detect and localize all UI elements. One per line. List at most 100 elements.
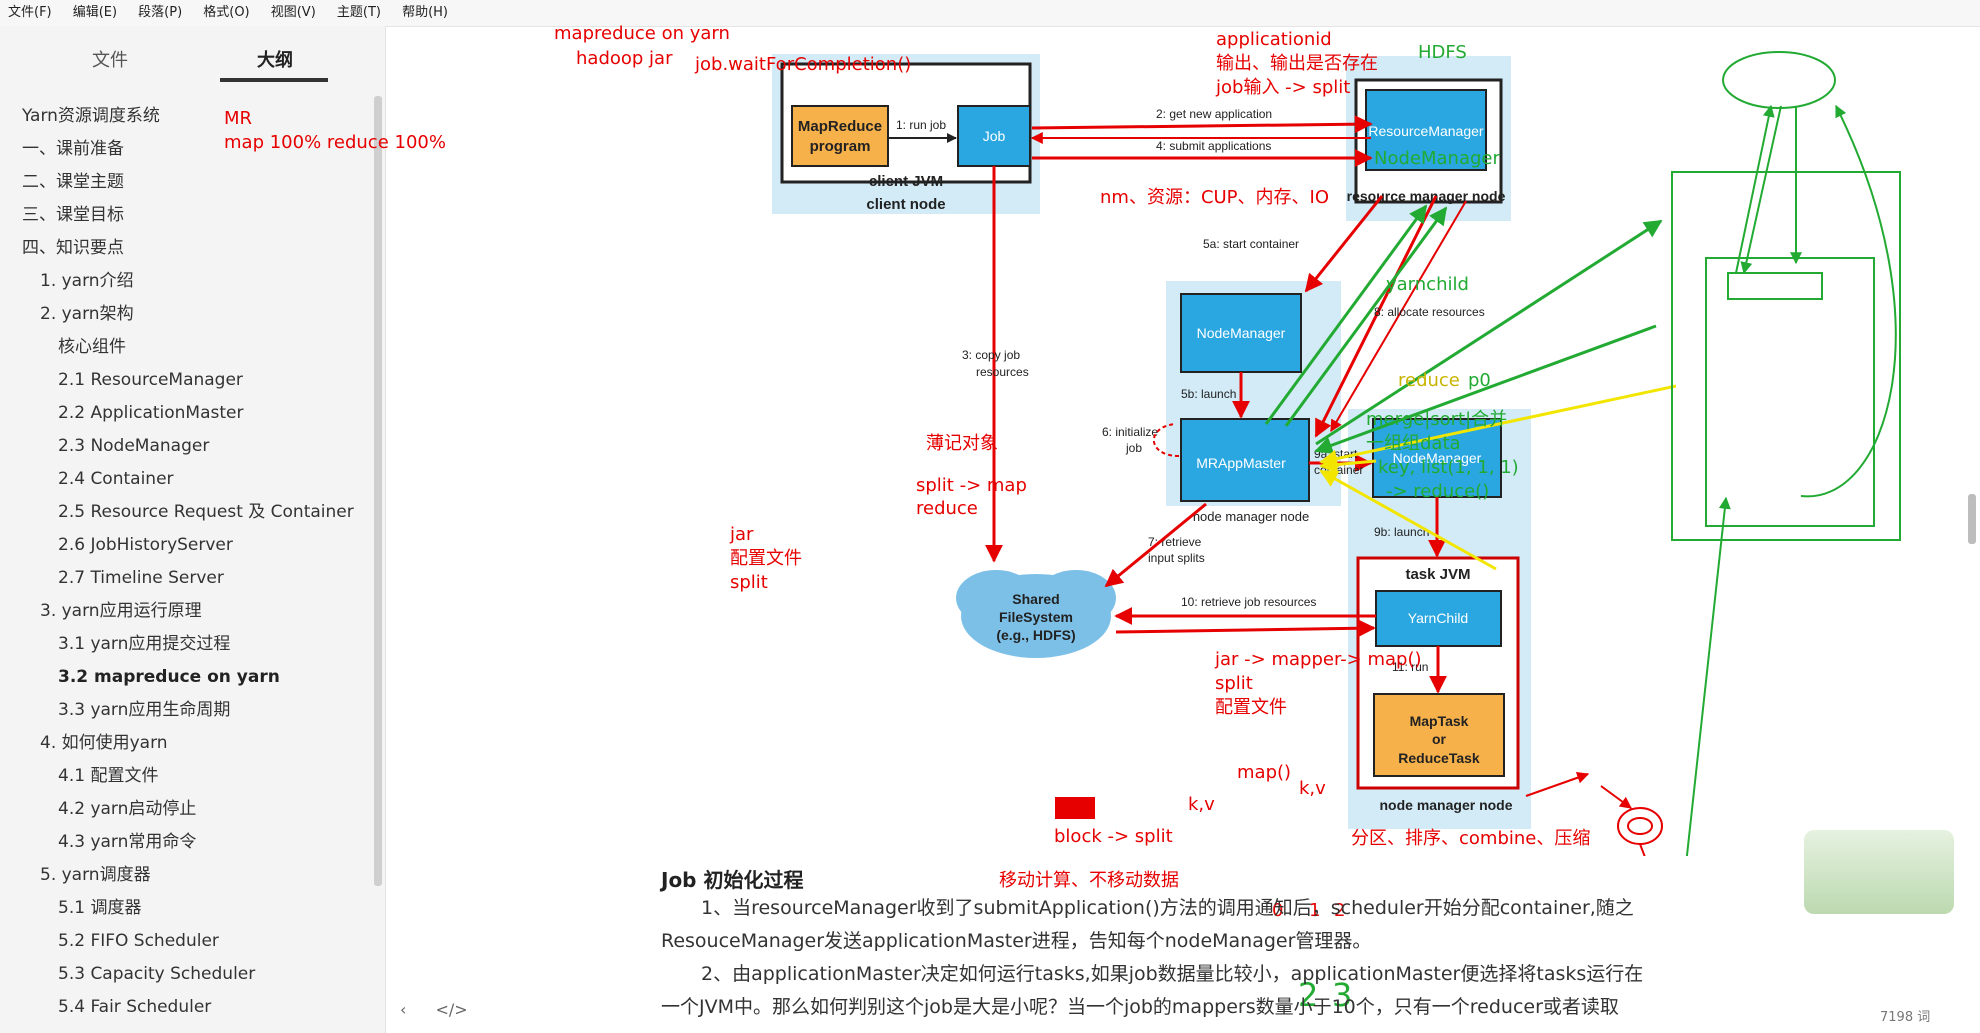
outline-item[interactable]: 5.4 Fair Scheduler bbox=[58, 997, 212, 1017]
ann-group-data: 一组组data bbox=[1366, 433, 1461, 454]
resource-manager-label: ResourceManager bbox=[1368, 123, 1484, 139]
step-8-label: 8: allocate resources bbox=[1374, 305, 1485, 319]
ann-hadoop-jar: hadoop jar bbox=[576, 48, 673, 69]
outline-item[interactable]: 2.5 Resource Request 及 Container bbox=[58, 502, 354, 522]
mapreduce-program-label-2: program bbox=[810, 138, 871, 155]
client-node-label: client node bbox=[866, 196, 945, 213]
yarn-child-box bbox=[1375, 590, 1502, 647]
outline-item[interactable]: 5.1 调度器 bbox=[58, 898, 142, 918]
menu-bar: 文件(F) 编辑(E) 段落(P) 格式(O) 视图(V) 主题(T) 帮助(H… bbox=[0, 0, 1980, 27]
menu-paragraph[interactable]: 段落(P) bbox=[138, 5, 183, 20]
menu-view[interactable]: 视图(V) bbox=[270, 5, 316, 20]
collapse-sidebar-icon[interactable]: ‹ bbox=[400, 1000, 407, 1019]
ann-key-list: key, list(1, 1, 1) bbox=[1378, 457, 1519, 478]
tab-outline[interactable]: 大纲 bbox=[257, 50, 293, 71]
step-4-label: 4: submit applications bbox=[1156, 139, 1271, 153]
tab-files[interactable]: 文件 bbox=[92, 50, 128, 71]
ann-kv-1: k,v bbox=[1299, 778, 1326, 799]
red-marker-block bbox=[1055, 797, 1095, 819]
yarn-mapreduce-diagram: MapReduce program Job client JVM client … bbox=[772, 51, 1901, 856]
ann-applicationid: applicationid bbox=[1216, 29, 1332, 50]
step-5b-label: 5b: launch bbox=[1181, 387, 1236, 401]
mr-app-master-label: MRAppMaster bbox=[1196, 455, 1286, 471]
outline-item[interactable]: 4.1 配置文件 bbox=[58, 766, 159, 786]
shared-fs-label-3: (e.g., HDFS) bbox=[996, 627, 1075, 643]
grid-label-0: 0 bbox=[1272, 900, 1284, 921]
outline-item[interactable]: 1. yarn介绍 bbox=[40, 271, 134, 291]
outline-item[interactable]: 3.2 mapreduce on yarn bbox=[58, 667, 280, 687]
ann-map-call: map() bbox=[1237, 762, 1292, 783]
outline-item[interactable]: 5.3 Capacity Scheduler bbox=[58, 964, 256, 984]
ann-nm-resources: nm、资源：CUP、内存、IO bbox=[1100, 187, 1330, 208]
map-task-label: MapTask bbox=[1410, 713, 1469, 729]
rm-node-label: resource manager node bbox=[1347, 188, 1506, 204]
node-manager-1-label: NodeManager bbox=[1197, 325, 1286, 341]
outline-item[interactable]: 核心组件 bbox=[58, 337, 126, 357]
ann-map-reduce-pct: map 100% reduce 100% bbox=[224, 132, 446, 153]
step-11-label: 11: run bbox=[1392, 660, 1428, 674]
map-task-or: or bbox=[1432, 731, 1447, 747]
job-label: Job bbox=[983, 128, 1006, 144]
ann-jar-mapper-block: jar -> mapper-> map() split 配置文件 bbox=[1215, 648, 1422, 720]
step-10-label: 10: retrieve job resources bbox=[1181, 595, 1316, 609]
ann-config-file: 配置文件 bbox=[730, 548, 802, 569]
client-jvm-label: client JVM bbox=[869, 173, 943, 190]
menu-theme[interactable]: 主题(T) bbox=[336, 5, 381, 20]
ann-hdfs: HDFS bbox=[1418, 42, 1467, 63]
outline-item[interactable]: Yarn资源调度系统 bbox=[22, 106, 160, 126]
ann-output-check: 输出、输出是否存在 bbox=[1216, 53, 1378, 74]
job-box bbox=[957, 105, 1031, 167]
outline-item[interactable]: 2.4 Container bbox=[58, 469, 174, 489]
ann-job-input: job输入 -> split bbox=[1216, 77, 1351, 98]
step-7-label-2: input splits bbox=[1148, 551, 1205, 565]
step-1-label: 1: run job bbox=[896, 118, 946, 132]
step-9b-label: 9b: launch bbox=[1374, 525, 1429, 539]
outline-item[interactable]: 5.2 FIFO Scheduler bbox=[58, 931, 219, 951]
ann-jar: jar bbox=[730, 524, 754, 545]
map-task-box bbox=[1373, 693, 1505, 777]
editor-area: MapReduce program Job client JVM client … bbox=[224, 23, 1980, 1033]
menu-help[interactable]: 帮助(H) bbox=[402, 5, 448, 20]
outline-item[interactable]: 3. yarn应用运行原理 bbox=[40, 601, 202, 621]
outline-item[interactable]: 三、课堂目标 bbox=[22, 205, 124, 225]
outline-item[interactable]: 4. 如何使用yarn bbox=[40, 733, 168, 753]
hdfs-ellipse bbox=[1722, 51, 1836, 109]
outline-item[interactable]: 5. yarn调度器 bbox=[40, 865, 151, 885]
outline-item[interactable]: 4.3 yarn常用命令 bbox=[58, 832, 197, 852]
ann-node-manager-green: NodeManager bbox=[1374, 148, 1500, 169]
active-tab-indicator bbox=[220, 78, 328, 82]
section-heading: Job 初始化过程 bbox=[661, 868, 804, 892]
ann-config-file-2: 配置文件 bbox=[1215, 697, 1287, 718]
outline-item[interactable]: 4.2 yarn启动停止 bbox=[58, 799, 197, 819]
outline-item[interactable]: 2. yarn架构 bbox=[40, 304, 134, 324]
hand-number-3: 3 bbox=[1332, 976, 1353, 1014]
editor-scrollbar[interactable] bbox=[1968, 494, 1976, 544]
nm-node-1-label: node manager node bbox=[1193, 509, 1309, 524]
menu-file[interactable]: 文件(F) bbox=[8, 5, 52, 20]
ann-wait-for-completion: job.waitForCompletion() bbox=[695, 54, 912, 75]
outline-item[interactable]: 3.3 yarn应用生命周期 bbox=[58, 700, 231, 720]
menu-edit[interactable]: 编辑(E) bbox=[72, 5, 118, 20]
ann-register-obj: 薄记对象 bbox=[926, 433, 998, 454]
outline-item[interactable]: 2.6 JobHistoryServer bbox=[58, 535, 233, 555]
outline-item[interactable]: 2.3 NodeManager bbox=[58, 436, 210, 456]
outline-item[interactable]: 二、课堂主题 bbox=[22, 172, 124, 192]
ann-p0: p0 bbox=[1468, 370, 1491, 391]
outline-item[interactable]: 3.1 yarn应用提交过程 bbox=[58, 634, 231, 654]
sidebar-scrollbar[interactable] bbox=[374, 96, 382, 886]
step-2-label: 2: get new application bbox=[1156, 107, 1272, 121]
menu-format[interactable]: 格式(O) bbox=[203, 5, 250, 20]
hand-number-2: 2 bbox=[1298, 976, 1319, 1014]
outline-item[interactable]: 2.2 ApplicationMaster bbox=[58, 403, 244, 423]
decorative-sticker-image bbox=[1804, 830, 1954, 914]
outline-item[interactable]: 四、知识要点 bbox=[22, 238, 124, 258]
paragraph-1a: 1、当resourceManager收到了submitApplication()… bbox=[701, 897, 1634, 919]
ann-mapreduce-on-yarn: mapreduce on yarn bbox=[554, 23, 730, 44]
source-code-icon[interactable]: </> bbox=[435, 1000, 468, 1019]
ann-merge: merge|sort|合并 bbox=[1366, 409, 1508, 430]
outline-item[interactable]: 一、课前准备 bbox=[22, 139, 124, 159]
outline-item[interactable]: 2.1 ResourceManager bbox=[58, 370, 243, 390]
ann-applicationid-block: applicationid 输出、输出是否存在 job输入 -> split bbox=[1216, 28, 1378, 100]
sidebar: 文件 大纲 Yarn资源调度系统一、课前准备二、课堂主题三、课堂目标四、知识要点… bbox=[0, 26, 386, 1033]
outline-item[interactable]: 2.7 Timeline Server bbox=[58, 568, 224, 588]
